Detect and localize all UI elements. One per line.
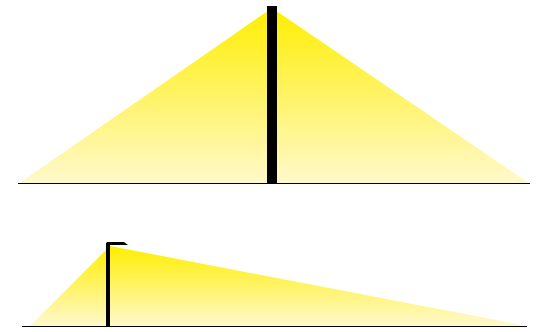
diagram-tall-pole [18, 6, 530, 184]
pole-top [267, 6, 277, 184]
diagram-short-lamp [22, 242, 527, 327]
light-cone-bottom [30, 246, 527, 326]
pole-bottom [106, 243, 110, 327]
